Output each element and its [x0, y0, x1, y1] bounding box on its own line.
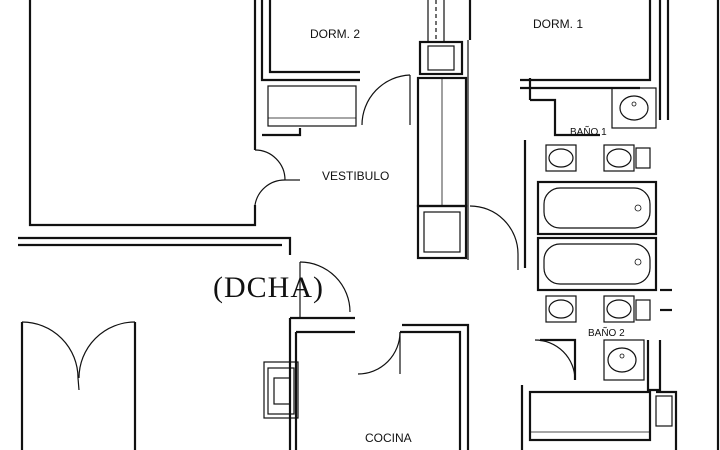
bathroom1 [523, 78, 658, 268]
label-dorm2: DORM. 2 [310, 27, 360, 41]
kitchen-unit [267, 367, 295, 415]
label-cocina: COCINA [365, 431, 412, 445]
bathroom2 [534, 236, 672, 392]
bath2-tub [536, 236, 658, 292]
bath2-toilet [603, 295, 635, 323]
central-closet [416, 0, 469, 260]
lower-right-storage [520, 385, 678, 450]
bath1-tub [536, 180, 658, 236]
dorm1-walls [468, 0, 720, 450]
dorm2-wardrobe [267, 85, 357, 127]
label-bano2: BAÑO 2 [588, 326, 625, 339]
bath2-bidet [545, 295, 577, 323]
terrace-double-door [20, 321, 137, 450]
vestibule-left-door [254, 149, 300, 206]
bath1-sink [611, 87, 657, 129]
label-dorm1: DORM. 1 [533, 17, 583, 31]
living-room-walls [18, 0, 292, 255]
dorm2-door [361, 74, 411, 126]
kitchen-walls [263, 316, 470, 450]
dorm2-walls [260, 0, 360, 137]
bath2-sink [603, 339, 645, 381]
unit-label: (DCHA) [213, 271, 324, 304]
bath1-bidet [545, 144, 577, 172]
label-bano1: BAÑO 1 [570, 125, 607, 138]
kitchen-door [299, 261, 351, 318]
vestibule-right-door [469, 205, 519, 270]
label-vestibulo: VESTIBULO [322, 169, 389, 183]
bath1-toilet [603, 144, 635, 172]
